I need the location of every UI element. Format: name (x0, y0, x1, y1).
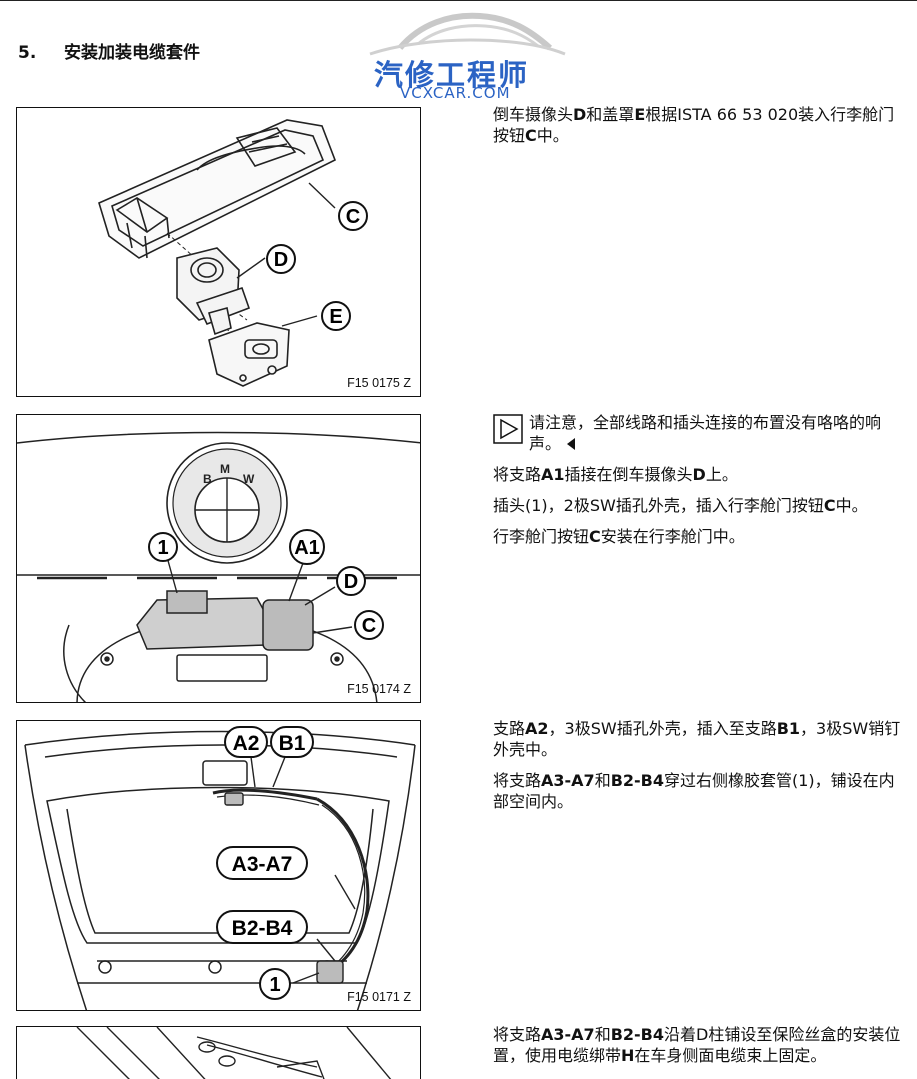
section-number: 5. (18, 43, 37, 63)
instruction-step-4: 行李舱门按钮C安装在行李舱门中。 (493, 527, 745, 546)
end-marker-icon (567, 438, 576, 450)
instruction-block-1: 倒车摄像头D和盖罩E根据ISTA 66 53 020装入行李舱门按钮C中。 (493, 104, 905, 156)
instruction-step-5: 支路A2，3极SW插孔外壳，插入至支路B1，3极SW销钉外壳中。 (493, 719, 901, 759)
emblem-letter-b: B (203, 472, 212, 486)
callout-c: C (346, 206, 360, 228)
instruction-step-3: 插头(1)，2极SW插孔外壳，插入行李舱门按钮C中。 (493, 496, 868, 515)
emblem-letter-w: W (243, 472, 255, 486)
figure-cable-routing: A2 B1 A3-A7 B2-B4 1 F15 0171 Z (16, 720, 421, 1011)
cable-routing-illustration: A2 B1 A3-A7 B2-B4 1 (24, 726, 416, 1010)
figure-trunk-lid-button: B M W 1 A1 D C (16, 414, 421, 703)
section-heading: 5. 安装加装电缆套件 (18, 38, 200, 63)
note-play-icon (493, 414, 523, 444)
note-text: 请注意，全部线路和插头连接的布置没有咯咯的响声。 (529, 413, 882, 453)
note-callout: 请注意，全部线路和插头连接的布置没有咯咯的响声。 (493, 412, 905, 454)
callout-b2-b4: B2-B4 (232, 917, 293, 940)
figure-code: F15 0174 Z (347, 682, 411, 696)
callout-e: E (329, 306, 342, 328)
watermark-cn: 汽修工程师 (374, 58, 530, 92)
figure-code: F15 0171 Z (347, 990, 411, 1004)
bmw-emblem-icon: B M W (166, 442, 288, 564)
instruction-block-3: 支路A2，3极SW插孔外壳，插入至支路B1，3极SW销钉外壳中。 将支路A3-A… (493, 718, 905, 822)
watermark-logo: 汽修工程师 VCXCAR.COM (360, 4, 570, 104)
callout-1: 1 (269, 974, 280, 996)
callout-a3-a7: A3-A7 (232, 853, 293, 876)
figure-d-pillar (16, 1026, 421, 1079)
callout-a1: A1 (294, 537, 320, 559)
figure-camera-assembly: C D E F15 0175 Z (16, 107, 421, 397)
instruction-step-2: 将支路A1插接在倒车摄像头D上。 (493, 465, 738, 484)
instruction-step-7: 将支路A3-A7和B2-B4沿着D柱铺设至保险丝盒的安装位置，使用电缆绑带H在车… (493, 1025, 901, 1065)
callout-1: 1 (157, 537, 168, 559)
callout-c: C (362, 615, 376, 637)
callout-group: C D E (266, 201, 368, 331)
figure-code: F15 0175 Z (347, 376, 411, 390)
top-rule (0, 0, 917, 1)
trunk-lid-illustration: B M W 1 A1 D C (17, 431, 420, 702)
instruction-block-4: 将支路A3-A7和B2-B4沿着D柱铺设至保险丝盒的安装位置，使用电缆绑带H在车… (493, 1024, 905, 1076)
instruction-step-1: 倒车摄像头D和盖罩E根据ISTA 66 53 020装入行李舱门按钮C中。 (493, 105, 895, 145)
camera-assembly-illustration: C D E (98, 119, 368, 387)
callout-d: D (344, 571, 358, 593)
car-silhouette-icon (369, 12, 566, 56)
d-pillar-illustration (76, 1027, 392, 1079)
emblem-letter-m: M (220, 462, 230, 476)
instruction-step-6: 将支路A3-A7和B2-B4穿过右侧橡胶套管(1)，铺设在内部空间内。 (493, 771, 895, 811)
callout-d: D (274, 249, 288, 271)
watermark-en: VCXCAR.COM (400, 84, 511, 102)
section-title: 安装加装电缆套件 (64, 43, 200, 63)
callout-a2: A2 (233, 732, 260, 755)
instruction-block-2: 请注意，全部线路和插头连接的布置没有咯咯的响声。 将支路A1插接在倒车摄像头D上… (493, 412, 905, 557)
callout-b1: B1 (279, 732, 306, 755)
